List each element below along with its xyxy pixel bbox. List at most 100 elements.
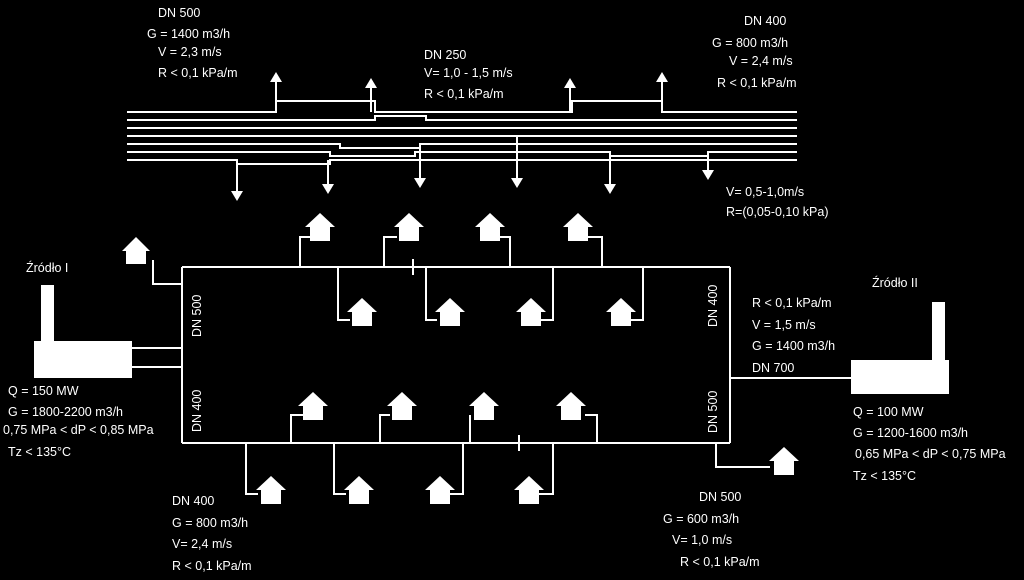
house-icon xyxy=(563,213,593,241)
source-1-plant xyxy=(34,285,132,378)
source1-return xyxy=(132,366,183,443)
label-line: R < 0,1 kPa/m xyxy=(752,296,832,310)
source-2-plant xyxy=(851,302,949,394)
bundle-line-7 xyxy=(127,159,797,165)
ring-dn-labels: DN 500 DN 400 DN 400 DN 500 xyxy=(190,285,720,433)
branch-label: V= 0,5-1,0m/s R=(0,05-0,10 kPa) xyxy=(726,185,828,219)
house-icon xyxy=(769,447,799,475)
arrow-icon xyxy=(414,178,426,188)
arrow-icon xyxy=(365,78,377,88)
source2-name: Źródło II xyxy=(872,275,918,290)
house-icon xyxy=(425,476,455,504)
arrow-icon xyxy=(702,170,714,180)
source-1-label: Źródło I Q = 150 MW G = 1800-2200 m3/h 0… xyxy=(3,260,154,459)
label-line: V= 2,4 m/s xyxy=(172,537,232,551)
consumers xyxy=(122,213,799,504)
label-line: V= 1,0 - 1,5 m/s xyxy=(424,66,513,80)
arrow-icon xyxy=(604,184,616,194)
house-icon xyxy=(556,392,586,420)
ring-main xyxy=(181,259,731,451)
top-left-label: DN 500 G = 1400 m3/h V = 2,3 m/s R < 0,1… xyxy=(147,6,238,80)
branch-top-4 xyxy=(580,236,603,267)
top-center-label: DN 250 V= 1,0 - 1,5 m/s R < 0,1 kPa/m xyxy=(424,48,513,101)
house-icon xyxy=(347,298,377,326)
ring-label-left-lower: DN 400 xyxy=(190,390,204,432)
branch-mid-1 xyxy=(337,267,350,321)
label-line: R < 0,1 kPa/m xyxy=(717,76,797,90)
ring-label-right-lower: DN 500 xyxy=(706,391,720,433)
consumer-branches xyxy=(245,236,644,495)
right-upper-label: R < 0,1 kPa/m V = 1,5 m/s G = 1400 m3/h … xyxy=(752,296,835,375)
label-line: V = 1,5 m/s xyxy=(752,318,816,332)
label-line: G = 600 m3/h xyxy=(663,512,739,526)
label-line: R < 0,1 kPa/m xyxy=(680,555,760,569)
label-line: 0,75 MPa < dP < 0,85 MPa xyxy=(3,423,154,437)
house-icon xyxy=(305,213,335,241)
label-line: G = 800 m3/h xyxy=(172,516,248,530)
branch-top-3 xyxy=(487,236,511,267)
ring-label-left-upper: DN 500 xyxy=(190,295,204,337)
ring-label-right-upper: DN 400 xyxy=(706,285,720,327)
branch-bottom-2 xyxy=(333,443,346,495)
branch-mid-2 xyxy=(425,267,437,321)
branch-bottom-1 xyxy=(245,443,258,495)
arrow-icon xyxy=(511,178,523,188)
label-line: G = 1800-2200 m3/h xyxy=(8,405,123,419)
label-line: R < 0,1 kPa/m xyxy=(172,559,252,573)
label-line: DN 700 xyxy=(752,361,794,375)
house-icon xyxy=(122,237,150,264)
branch-low-4 xyxy=(585,414,598,443)
source2-building xyxy=(851,360,949,394)
label-line: G = 1400 m3/h xyxy=(752,339,835,353)
label-line: DN 400 xyxy=(744,14,786,28)
label-line: R < 0,1 kPa/m xyxy=(158,66,238,80)
arrow-icon xyxy=(322,184,334,194)
source2-chimney xyxy=(932,302,945,360)
corner-branch-right xyxy=(715,443,770,468)
label-line: DN 400 xyxy=(172,494,214,508)
arrow-icon xyxy=(656,72,668,82)
arrow-icon xyxy=(270,72,282,82)
label-line: V = 2,3 m/s xyxy=(158,45,222,59)
bottom-right-label: DN 500 G = 600 m3/h V= 1,0 m/s R < 0,1 k… xyxy=(663,490,760,569)
bundle-line-2 xyxy=(127,115,797,121)
label-line: Tz < 135°C xyxy=(8,445,71,459)
label-line: R=(0,05-0,10 kPa) xyxy=(726,205,828,219)
label-line: DN 500 xyxy=(699,490,741,504)
branch-top-2 xyxy=(383,236,397,267)
house-icon xyxy=(516,298,546,326)
arrow-icon xyxy=(564,78,576,88)
label-line: Q = 100 MW xyxy=(853,405,924,419)
house-icon xyxy=(298,392,328,420)
source-connections xyxy=(132,260,851,468)
house-icon xyxy=(435,298,465,326)
house-icon xyxy=(469,392,499,420)
label-line: Q = 150 MW xyxy=(8,384,79,398)
branch-top-1 xyxy=(299,236,315,267)
house-icon xyxy=(344,476,374,504)
label-line: G = 1200-1600 m3/h xyxy=(853,426,968,440)
label-line: DN 250 xyxy=(424,48,466,62)
house-icon xyxy=(606,298,636,326)
bundle-line-5 xyxy=(127,143,797,149)
house-icon xyxy=(256,476,286,504)
house-icon xyxy=(475,213,505,241)
label-line: G = 1400 m3/h xyxy=(147,27,230,41)
house-icon xyxy=(394,213,424,241)
label-line: 0,65 MPa < dP < 0,75 MPa xyxy=(855,447,1006,461)
label-line: V = 2,4 m/s xyxy=(729,54,793,68)
corner-branch-left xyxy=(152,260,182,285)
top-right-label: DN 400 G = 800 m3/h V = 2,4 m/s R < 0,1 … xyxy=(712,14,797,90)
branch-low-2 xyxy=(379,414,390,443)
source1-chimney xyxy=(41,285,54,343)
label-line: G = 800 m3/h xyxy=(712,36,788,50)
bundle-line-1 xyxy=(127,100,797,113)
bundle-line-6 xyxy=(127,151,797,157)
label-line: Tz < 135°C xyxy=(853,469,916,483)
house-icon xyxy=(514,476,544,504)
label-line: V= 1,0 m/s xyxy=(672,533,732,547)
label-line: DN 500 xyxy=(158,6,200,20)
source1-name: Źródło I xyxy=(26,260,68,275)
